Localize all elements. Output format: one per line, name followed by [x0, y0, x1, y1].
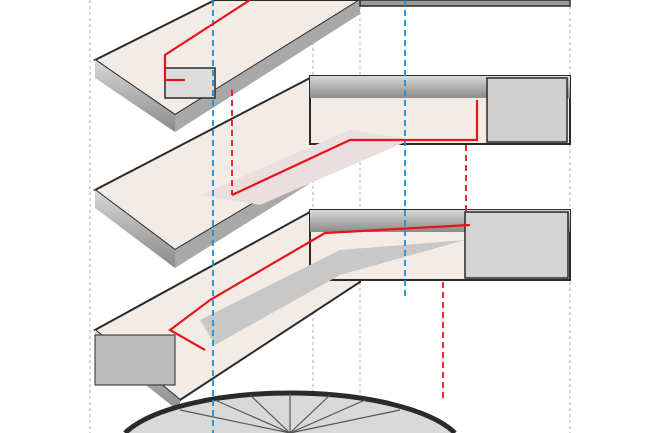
vertical-links [212, 0, 467, 433]
circulation-route [163, 0, 479, 351]
ground-rotunda [123, 390, 457, 433]
upper-floor-plate [93, 0, 571, 132]
lower-floor-plate [93, 209, 571, 412]
